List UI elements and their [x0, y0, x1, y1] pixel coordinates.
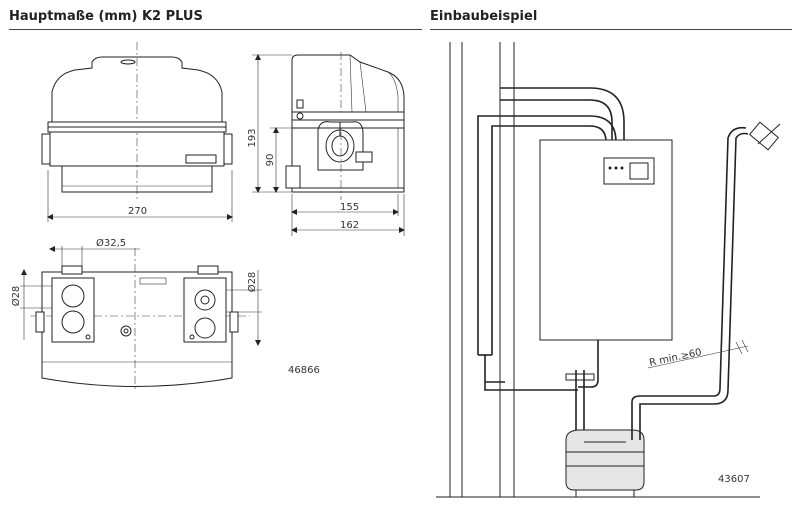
- dim-width-270: 270: [128, 206, 147, 217]
- dim-depth-155: 155: [340, 202, 359, 213]
- title-underline-left: [9, 29, 422, 30]
- dimensions-title: Hauptmaße (mm) K2 PLUS: [9, 9, 203, 24]
- dim-height-193: 193: [247, 128, 258, 147]
- dim-height-90: 90: [265, 154, 276, 167]
- installation-example: [436, 42, 781, 498]
- dim-diameter-28-right: Ø28: [246, 272, 258, 293]
- dim-diameter-28-left: Ø28: [10, 286, 22, 307]
- title-underline-right: [430, 29, 792, 30]
- dim-diameter-32-5: Ø32,5: [96, 237, 126, 249]
- side-view: [252, 52, 405, 236]
- dim-depth-162: 162: [340, 220, 359, 231]
- top-view: [20, 246, 262, 390]
- installation-example-title: Einbaubeispiel: [430, 9, 538, 24]
- radius-note: R min.≥60: [648, 347, 702, 369]
- drawing-number-right: 43607: [718, 474, 750, 485]
- front-view: [41, 42, 233, 222]
- drawing-number-left: 46866: [288, 365, 320, 376]
